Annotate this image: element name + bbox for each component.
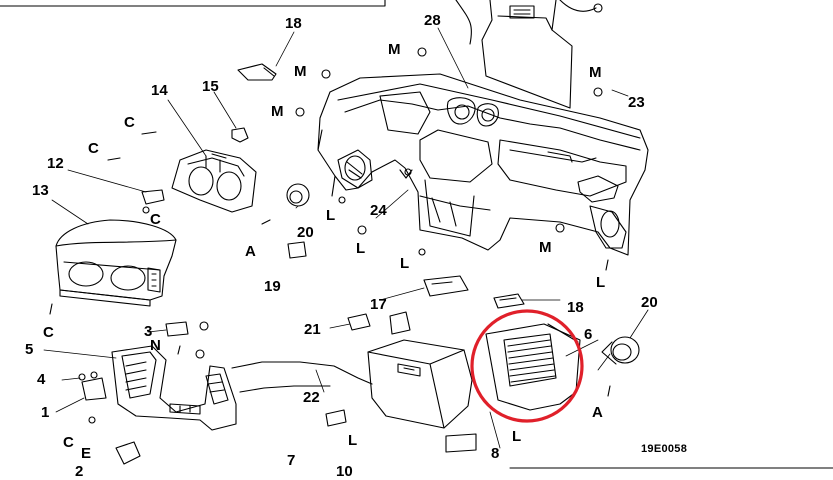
callout-7: 7 <box>287 452 296 469</box>
callout-E: E <box>81 445 92 462</box>
callout-M-a: M <box>388 41 401 58</box>
callout-18-mid: 18 <box>567 299 584 316</box>
cable-22 <box>231 361 373 393</box>
switch-19 <box>287 241 307 259</box>
callout-C-c: C <box>150 211 161 228</box>
callout-L-b: L <box>356 240 366 257</box>
clip-4 <box>78 371 98 381</box>
callout-C-b: C <box>88 140 99 157</box>
callout-22: 22 <box>303 389 320 406</box>
callout-14: 14 <box>151 82 168 99</box>
callout-3: 3 <box>144 323 153 340</box>
callout-1: 1 <box>41 404 50 421</box>
callout-4: 4 <box>37 371 46 388</box>
callout-21: 21 <box>304 321 321 338</box>
vent-18-mid <box>493 293 525 309</box>
callout-L-e: L <box>512 428 522 445</box>
glove-box <box>367 339 473 429</box>
callout-M-b: M <box>294 63 307 80</box>
speaker-right <box>601 336 640 365</box>
callout-M-e: M <box>539 239 552 256</box>
air-duct <box>455 0 603 109</box>
callout-C-e: C <box>63 434 74 451</box>
leader-lines <box>43 27 649 449</box>
clip-18-top <box>237 63 277 81</box>
box-22 <box>389 311 411 335</box>
switch-21 <box>347 313 371 331</box>
switch-3 <box>165 321 189 337</box>
drawing-code: 19E0058 <box>641 443 688 455</box>
callout-L-c: L <box>400 255 410 272</box>
callout-15: 15 <box>202 78 219 95</box>
callout-2: 2 <box>75 463 84 480</box>
callout-C-d: C <box>43 324 54 341</box>
bracket-1 <box>81 377 107 401</box>
callout-23: 23 <box>628 94 645 111</box>
callout-L-f: L <box>348 432 358 449</box>
callout-12: 12 <box>47 155 64 172</box>
speaker-cover <box>485 323 581 411</box>
speaker-left <box>286 183 310 207</box>
callout-13: 13 <box>32 182 49 199</box>
cluster-hood <box>55 219 177 307</box>
callout-L-a: L <box>326 207 336 224</box>
callout-A-1: A <box>245 243 256 260</box>
bracket-2 <box>115 441 141 465</box>
screws <box>49 47 611 424</box>
callout-6: 6 <box>584 326 593 343</box>
bracket-8 <box>445 433 477 453</box>
lower-cover <box>111 345 237 431</box>
callout-24: 24 <box>370 202 387 219</box>
callout-20-right: 20 <box>641 294 658 311</box>
callout-C-a: C <box>124 114 135 131</box>
callout-5: 5 <box>25 341 34 358</box>
callout-18-top: 18 <box>285 15 302 32</box>
bracket-7 <box>325 409 347 427</box>
callout-17: 17 <box>370 296 387 313</box>
highlight-circle <box>470 309 584 423</box>
switch-17 <box>423 275 469 297</box>
clip-15 <box>231 127 249 143</box>
callout-A-2: A <box>592 404 603 421</box>
callout-19: 19 <box>264 278 281 295</box>
callout-M-d: M <box>271 103 284 120</box>
frame-border <box>0 0 386 7</box>
callout-8: 8 <box>491 445 500 462</box>
bracket-12 <box>141 189 165 205</box>
callout-N: N <box>150 337 161 354</box>
callout-28: 28 <box>424 12 441 29</box>
callout-M-c: M <box>589 64 602 81</box>
meter-cluster <box>171 149 257 213</box>
callout-20-left: 20 <box>297 224 314 241</box>
instrument-panel <box>317 73 649 256</box>
callout-L-d: L <box>596 274 606 291</box>
callout-10: 10 <box>336 463 353 480</box>
